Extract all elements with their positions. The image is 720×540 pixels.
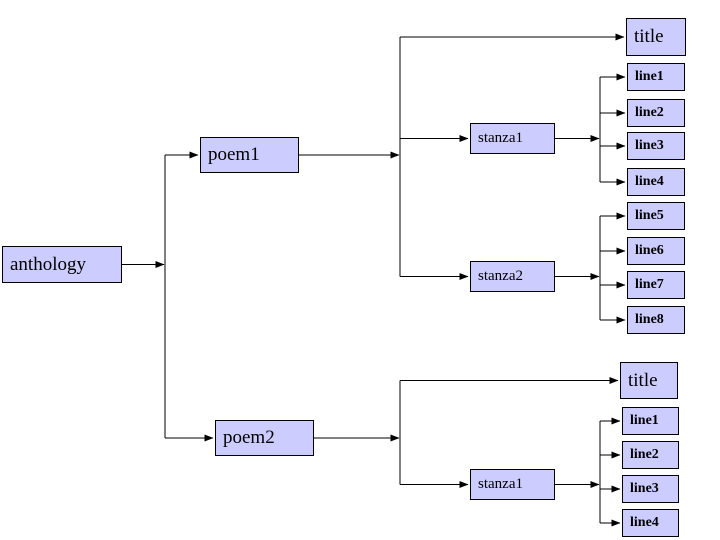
node-poem1-stanza1-line3: line3 (627, 132, 685, 160)
node-poem1-stanza1-line1: line1 (627, 63, 685, 91)
node-poem1: poem1 (200, 137, 299, 173)
node-poem1-stanza2-line8: line8 (627, 306, 685, 334)
node-poem1-stanza1: stanza1 (470, 123, 555, 154)
node-poem2-stanza1-line3: line3 (622, 475, 679, 503)
node-poem1-title: title (626, 18, 686, 56)
node-poem2-title: title (620, 362, 678, 399)
node-poem2: poem2 (215, 420, 314, 456)
node-poem2-stanza1: stanza1 (470, 469, 555, 500)
node-poem1-stanza2: stanza2 (470, 261, 555, 292)
node-anthology: anthology (2, 246, 122, 283)
node-poem1-stanza2-line7: line7 (627, 271, 685, 299)
node-poem1-stanza2-line5: line5 (627, 202, 685, 230)
node-poem1-stanza1-line4: line4 (627, 168, 685, 196)
node-poem2-stanza1-line2: line2 (622, 441, 679, 469)
node-poem2-stanza1-line1: line1 (622, 407, 679, 435)
node-poem1-stanza1-line2: line2 (627, 99, 685, 127)
node-poem2-stanza1-line4: line4 (622, 509, 679, 537)
node-poem1-stanza2-line6: line6 (627, 237, 685, 265)
